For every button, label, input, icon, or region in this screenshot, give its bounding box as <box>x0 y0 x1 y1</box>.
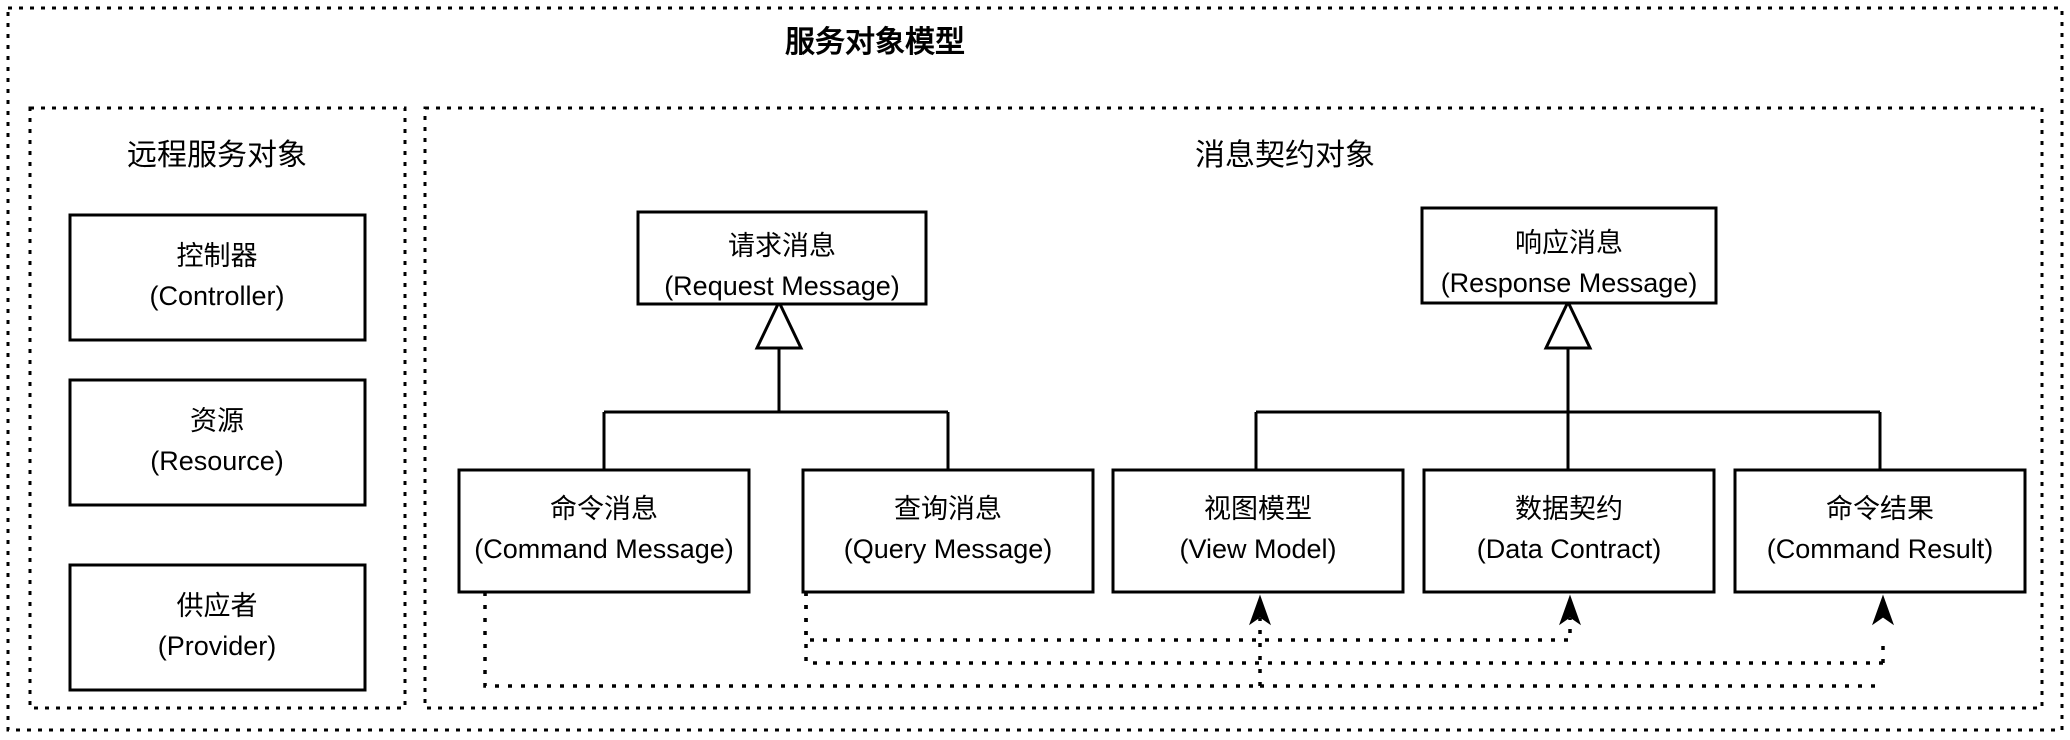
panel-remote-service-objects-border <box>28 106 407 710</box>
node-resource-label-en: (Resource) <box>150 446 284 476</box>
node-view-model-label-cn: 视图模型 <box>1204 494 1312 524</box>
node-resource-label-cn: 资源 <box>190 406 244 436</box>
node-command-result-label-cn: 命令结果 <box>1826 494 1934 524</box>
page-title: 服务对象模型 <box>785 26 965 59</box>
node-view-model-rect[interactable] <box>1111 468 1405 594</box>
node-controller-label-en: (Controller) <box>149 281 284 311</box>
node-query-message-rect[interactable] <box>801 468 1095 594</box>
generalization-triangle-response <box>1543 298 1593 350</box>
node-command-message-rect[interactable] <box>457 468 751 594</box>
node-response-message-label-cn: 响应消息 <box>1515 228 1623 258</box>
node-view-model[interactable]: 视图模型 (View Model) <box>1111 468 1405 594</box>
node-resource[interactable]: 资源 (Resource) <box>68 378 367 507</box>
node-provider-label-en: (Provider) <box>158 631 277 661</box>
node-resource-rect[interactable] <box>68 378 367 507</box>
node-view-model-label-en: (View Model) <box>1179 534 1336 564</box>
outer-container-border <box>6 6 2064 732</box>
node-response-message-label-en: (Response Message) <box>1441 268 1698 298</box>
node-request-message-label-en: (Request Message) <box>664 271 900 301</box>
node-command-result-label-en: (Command Result) <box>1767 534 1994 564</box>
node-query-message-label-cn: 查询消息 <box>894 494 1002 524</box>
node-data-contract-rect[interactable] <box>1422 468 1716 594</box>
panel-title-message-contract-objects: 消息契约对象 <box>1195 139 1375 172</box>
node-command-result[interactable]: 命令结果 (Command Result) <box>1733 468 2027 594</box>
node-command-message[interactable]: 命令消息 (Command Message) <box>457 468 751 594</box>
node-provider-rect[interactable] <box>68 563 367 692</box>
dependency-arrowhead-command-result <box>1872 594 1894 626</box>
dependency-query-message-to-data-contract <box>804 592 1572 642</box>
node-command-message-label-cn: 命令消息 <box>550 494 658 524</box>
panel-message-contract-objects-border <box>423 106 2044 710</box>
generalization-triangle-request <box>754 298 804 350</box>
node-request-message-rect[interactable] <box>636 210 928 306</box>
dependency-command-message-to-command-result-seg1 <box>483 592 1260 688</box>
node-controller-label-cn: 控制器 <box>177 241 258 271</box>
node-controller[interactable]: 控制器 (Controller) <box>68 213 367 342</box>
node-command-result-rect[interactable] <box>1733 468 2027 594</box>
node-data-contract-label-en: (Data Contract) <box>1477 534 1662 564</box>
node-response-message[interactable]: 响应消息 (Response Message) <box>1420 206 1718 305</box>
dependency-query-message-to-view-model-seg1 <box>804 592 1883 665</box>
node-provider-label-cn: 供应者 <box>177 591 258 621</box>
node-request-message[interactable]: 请求消息 (Request Message) <box>636 210 928 306</box>
dependency-arrowhead-data-contract <box>1559 594 1581 626</box>
dependency-arrowhead-view-model <box>1249 594 1271 626</box>
node-provider[interactable]: 供应者 (Provider) <box>68 563 367 692</box>
node-data-contract-label-cn: 数据契约 <box>1515 494 1623 524</box>
node-data-contract[interactable]: 数据契约 (Data Contract) <box>1422 468 1716 594</box>
node-command-message-label-en: (Command Message) <box>474 534 734 564</box>
node-request-message-label-cn: 请求消息 <box>728 231 836 261</box>
panel-title-remote-service-objects: 远程服务对象 <box>127 139 307 172</box>
node-controller-rect[interactable] <box>68 213 367 342</box>
node-query-message[interactable]: 查询消息 (Query Message) <box>801 468 1095 594</box>
node-query-message-label-en: (Query Message) <box>844 534 1053 564</box>
node-response-message-rect[interactable] <box>1420 206 1718 305</box>
